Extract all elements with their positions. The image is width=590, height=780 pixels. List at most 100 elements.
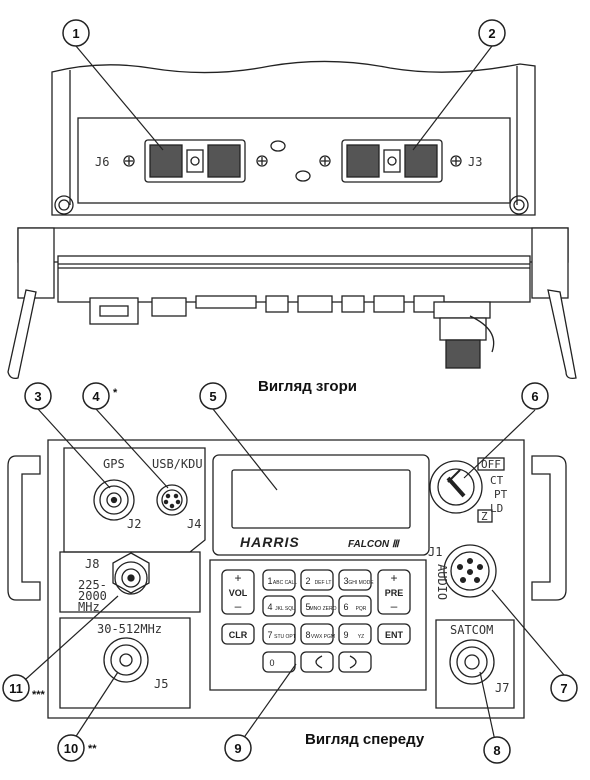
left-handle xyxy=(7,455,41,601)
key-8-number: 8 xyxy=(305,630,310,640)
callout-10-mark: ** xyxy=(88,743,97,755)
vol-minus: – xyxy=(235,599,242,613)
left-arrow-icon xyxy=(315,655,323,669)
falcon-logo: FALCON Ⅲ xyxy=(348,539,401,550)
key-labels: + VOL – + PRE – CLR ENT 1 ABC CALL 2 DEF… xyxy=(229,571,404,668)
front-view-caption: Вигляд спереду xyxy=(305,731,425,748)
gps-connector xyxy=(93,479,135,521)
key-8[interactable] xyxy=(300,623,334,645)
callout-11-mark: *** xyxy=(32,689,46,701)
switch-ld: LD xyxy=(490,502,503,515)
right-arrow-icon xyxy=(349,655,357,669)
callouts xyxy=(2,19,578,764)
front-view xyxy=(7,439,567,719)
top-view-caption: Вигляд згори xyxy=(258,378,357,395)
satcom-label: SATCOM xyxy=(450,623,493,637)
callout-4 xyxy=(82,382,110,410)
clr-label: CLR xyxy=(229,630,248,640)
cable-connector xyxy=(433,301,495,369)
j1-label: J1 xyxy=(428,545,442,559)
right-antenna xyxy=(547,289,577,380)
switch-ct: CT xyxy=(490,474,504,487)
pre-label: PRE xyxy=(385,588,404,598)
callout-1 xyxy=(62,19,90,47)
callout-9 xyxy=(224,734,252,762)
key-3[interactable] xyxy=(338,569,372,591)
callout-10 xyxy=(57,734,85,762)
key-7-text: STU OPT xyxy=(274,634,296,640)
usb-mark: * xyxy=(113,387,118,399)
callout-2-number: 2 xyxy=(488,26,495,41)
j8-connector xyxy=(112,552,150,595)
pre-minus: – xyxy=(391,599,398,613)
left-antenna xyxy=(7,289,37,380)
ent-key[interactable] xyxy=(377,623,411,645)
callout-6-number: 6 xyxy=(531,389,538,404)
j1-audio-connector xyxy=(443,544,497,598)
callout-6 xyxy=(521,382,549,410)
key-2[interactable] xyxy=(300,569,334,591)
callout-11 xyxy=(2,674,30,702)
switch-labels: OFF CT PT LD Z xyxy=(481,458,508,523)
key-4-number: 4 xyxy=(267,602,272,612)
key-3-number: 3 xyxy=(343,576,348,586)
harris-logo: HARRIS xyxy=(240,534,300,550)
key-5[interactable] xyxy=(300,595,334,617)
callout-3 xyxy=(24,382,52,410)
callout-7 xyxy=(550,674,578,702)
key-6-text: PQR xyxy=(356,606,367,612)
ent-label: ENT xyxy=(385,630,404,640)
callout-3-number: 3 xyxy=(34,389,41,404)
pre-plus: + xyxy=(390,571,397,585)
key-9[interactable] xyxy=(338,623,372,645)
j7-label: J7 xyxy=(495,681,509,695)
j8-range-1: 225- xyxy=(78,578,107,592)
pre-key[interactable] xyxy=(377,569,411,615)
key-7-number: 7 xyxy=(267,630,272,640)
callout-11-number: 11 xyxy=(9,681,23,696)
callout-4-number: 4 xyxy=(92,389,100,404)
j5-label: J5 xyxy=(154,677,168,691)
right-arrow-key[interactable] xyxy=(338,651,372,673)
j8-label: J8 xyxy=(85,557,99,571)
key-7[interactable] xyxy=(262,623,296,645)
switch-z: Z xyxy=(481,510,488,523)
key-1-text: ABC CALL xyxy=(273,580,297,586)
callout-10-number: 10 xyxy=(64,741,78,756)
satcom-connector xyxy=(449,639,495,685)
callout-9-number: 9 xyxy=(234,741,241,756)
key-6[interactable] xyxy=(338,595,372,617)
j8-range-3: MHz xyxy=(78,600,100,614)
vol-key[interactable] xyxy=(221,569,255,615)
callout-numbers: 1 2 3 4 5 6 7 8 9 10 11 xyxy=(9,26,567,758)
j6-label: J6 xyxy=(95,155,109,169)
callout-7-number: 7 xyxy=(560,681,567,696)
key-4[interactable] xyxy=(262,595,296,617)
j6-connector xyxy=(144,139,246,183)
connector-labels: J6 J3 GPS J2 USB/KDU J4 J8 225- 2000 MHz… xyxy=(78,155,509,695)
j3-connector xyxy=(341,139,443,183)
key-4-text: JKL SQL xyxy=(275,606,295,612)
audio-label: AUDIO xyxy=(435,564,449,600)
clr-key[interactable] xyxy=(221,623,255,645)
switch-off: OFF xyxy=(481,458,501,471)
j4-label: J4 xyxy=(187,517,201,531)
vol-label: VOL xyxy=(229,588,248,598)
top-view xyxy=(7,60,577,380)
callout-5-number: 5 xyxy=(209,389,216,404)
key-2-number: 2 xyxy=(305,576,310,586)
keypad xyxy=(221,569,411,673)
asterisk-marks: * ** *** xyxy=(32,387,118,755)
right-handle xyxy=(531,455,567,601)
key-0[interactable] xyxy=(262,651,296,673)
switch-pt: PT xyxy=(494,488,508,501)
j8-range-2: 2000 xyxy=(78,589,107,603)
callout-1-number: 1 xyxy=(72,26,79,41)
key-1[interactable] xyxy=(262,569,296,591)
key-2-text: DEF LT xyxy=(315,580,332,586)
left-arrow-key[interactable] xyxy=(300,651,334,673)
j5-connector xyxy=(103,637,149,683)
vol-plus: + xyxy=(234,571,241,585)
